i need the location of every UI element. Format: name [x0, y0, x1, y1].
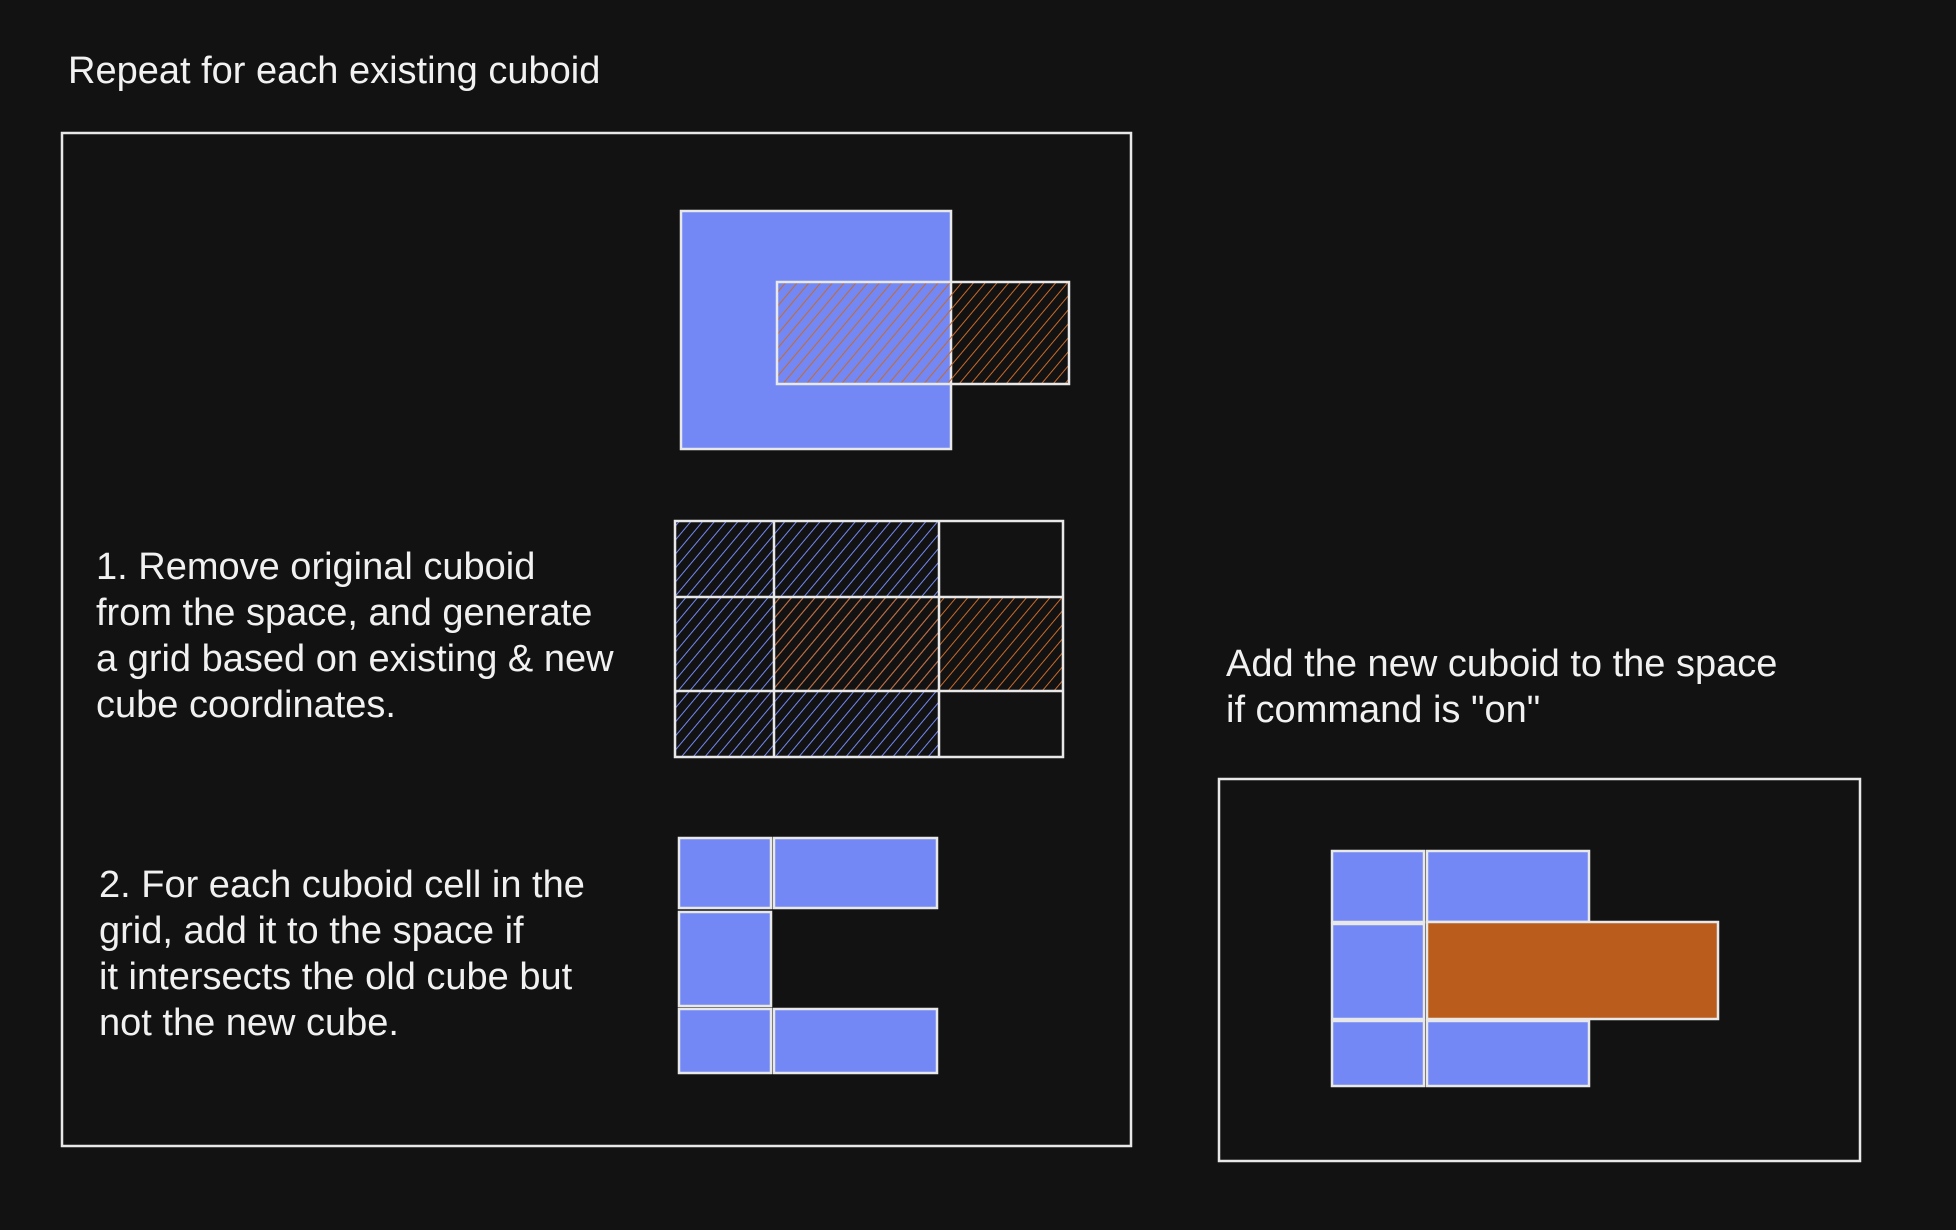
cell-middle-left — [677, 910, 773, 1008]
grid-new-cuboid-hatch — [774, 597, 1064, 691]
grid-outer — [673, 519, 1065, 759]
step1-text: 1. Remove original cuboid from the space… — [96, 544, 614, 728]
final-line: if command is "on" — [1226, 689, 1541, 731]
result-new-cuboid — [1425, 920, 1720, 1021]
result-cell-bottom-left — [1330, 1019, 1426, 1088]
result-cell-top-left — [1330, 849, 1426, 924]
cell-bottom-right — [772, 1007, 939, 1075]
cell-bottom-left — [677, 1007, 773, 1075]
step2-line: grid, add it to the space if — [99, 910, 524, 952]
result-illustration — [1330, 849, 1720, 1088]
result-cell-bottom-right — [1425, 1019, 1591, 1088]
result-cell-middle-left — [1330, 922, 1426, 1021]
step2-text: 2. For each cuboid cell in the grid, add… — [99, 862, 585, 1046]
step2-line: not the new cube. — [99, 1002, 399, 1044]
step1-line: 1. Remove original cuboid — [96, 546, 536, 588]
split-grid — [673, 519, 1065, 759]
step1-line: cube coordinates. — [96, 684, 396, 726]
result-frame — [1217, 777, 1862, 1163]
cell-top-left — [677, 836, 773, 910]
final-caption: Add the new cuboid to the space if comma… — [1226, 641, 1777, 733]
step2-line: it intersects the old cube but — [99, 956, 573, 998]
result-cell-top-right — [1425, 849, 1591, 924]
repeat-title: Repeat for each existing cuboid — [68, 50, 601, 92]
kept-cells — [677, 836, 939, 1075]
step2-line: 2. For each cuboid cell in the — [99, 864, 585, 906]
final-line: Add the new cuboid to the space — [1226, 643, 1778, 685]
step1-line: a grid based on existing & new — [96, 638, 614, 680]
repeat-frame — [60, 131, 1133, 1148]
new-cuboid-hatched — [775, 280, 1071, 386]
cell-top-right — [772, 836, 939, 910]
overlap-illustration — [679, 209, 1071, 451]
step1-line: from the space, and generate — [96, 592, 593, 634]
